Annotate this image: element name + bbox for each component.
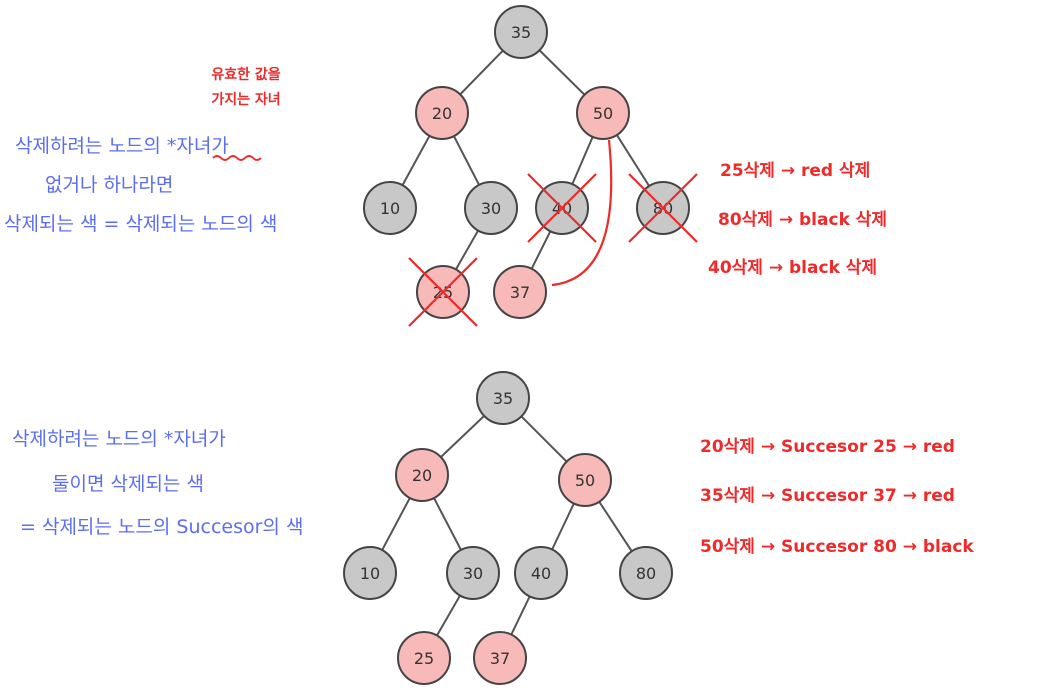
top-node-label-50: 50 bbox=[593, 104, 613, 123]
top-node-label-35: 35 bbox=[511, 23, 531, 42]
bottom-node-50: 50 bbox=[558, 453, 612, 507]
bottom-rule-2: 35삭제 → Succesor 37 → red bbox=[700, 486, 955, 506]
bottom-node-label-30: 30 bbox=[463, 564, 483, 583]
top-node-circle-50 bbox=[576, 86, 630, 140]
bottom-node-label-35: 35 bbox=[493, 389, 513, 408]
bottom-note-line2: 둘이면 삭제되는 색 bbox=[52, 473, 204, 495]
bottom-node-label-80: 80 bbox=[636, 564, 656, 583]
bottom-node-20: 20 bbox=[395, 448, 449, 502]
bottom-node-circle-35 bbox=[476, 371, 530, 425]
top-node-label-30: 30 bbox=[481, 199, 501, 218]
top-note-line3: 삭제되는 색 = 삭제되는 노드의 색 bbox=[4, 213, 277, 235]
bottom-node-circle-30 bbox=[446, 546, 500, 600]
bottom-node-circle-80 bbox=[619, 546, 673, 600]
top-node-40: 40 bbox=[527, 173, 597, 243]
top-node-10: 10 bbox=[363, 181, 417, 235]
bottom-rules: 20삭제 → Succesor 25 → red 35삭제 → Succesor… bbox=[700, 437, 974, 557]
wavy-underline bbox=[212, 155, 262, 161]
top-node-50: 50 bbox=[576, 86, 630, 140]
bottom-node-80: 80 bbox=[619, 546, 673, 600]
bottom-node-circle-20 bbox=[395, 448, 449, 502]
bottom-node-label-20: 20 bbox=[412, 466, 432, 485]
bottom-tree-edges bbox=[369, 397, 647, 659]
top-node-label-20: 20 bbox=[432, 104, 452, 123]
top-cross-mark-25-b bbox=[408, 257, 478, 327]
top-node-25: 25 bbox=[408, 257, 478, 327]
bottom-node-35: 35 bbox=[476, 371, 530, 425]
bottom-note-line1: 삭제하려는 노드의 *자녀가 bbox=[12, 428, 226, 450]
top-node-circle-30 bbox=[464, 181, 518, 235]
bottom-tree: 35 20 50 10 30 40 80 25 37 bbox=[343, 371, 673, 685]
bottom-node-30: 30 bbox=[446, 546, 500, 600]
bottom-node-circle-37 bbox=[473, 631, 527, 685]
bottom-node-40: 40 bbox=[514, 546, 568, 600]
top-note-line1: 삭제하려는 노드의 *자녀가 bbox=[15, 135, 229, 157]
top-node-80: 80 bbox=[628, 173, 698, 243]
top-node-circle-10 bbox=[363, 181, 417, 235]
bottom-node-circle-50 bbox=[558, 453, 612, 507]
top-cross-mark-40-b bbox=[527, 173, 597, 243]
top-tree-nodes: 35 20 50 10 30 40 80 25 37 bbox=[363, 5, 698, 327]
top-node-circle-35 bbox=[494, 5, 548, 59]
bottom-rule-1: 20삭제 → Succesor 25 → red bbox=[700, 437, 955, 457]
bottom-node-label-25: 25 bbox=[414, 649, 434, 668]
bottom-node-circle-40 bbox=[514, 546, 568, 600]
bottom-node-10: 10 bbox=[343, 546, 397, 600]
bottom-tree-nodes: 35 20 50 10 30 40 80 25 37 bbox=[343, 371, 673, 685]
annotation-line-1: 유효한 값을 bbox=[211, 67, 280, 83]
top-rule-2: 80삭제 → black 삭제 bbox=[718, 210, 887, 230]
top-node-30: 30 bbox=[464, 181, 518, 235]
annotation-line-2: 가지는 자녀 bbox=[211, 91, 280, 108]
bottom-node-circle-10 bbox=[343, 546, 397, 600]
bottom-node-25: 25 bbox=[397, 631, 451, 685]
top-node-37: 37 bbox=[493, 265, 547, 319]
reconnect-curve bbox=[551, 139, 613, 287]
top-rules: 25삭제 → red 삭제 80삭제 → black 삭제 40삭제 → bla… bbox=[708, 161, 887, 278]
top-note: 삭제하려는 노드의 *자녀가 없거나 하나라면 삭제되는 색 = 삭제되는 노드… bbox=[4, 135, 277, 235]
top-note-line2: 없거나 하나라면 bbox=[45, 174, 173, 196]
top-rule-3: 40삭제 → black 삭제 bbox=[708, 258, 877, 278]
top-cross-mark-80-b bbox=[628, 173, 698, 243]
bottom-node-37: 37 bbox=[473, 631, 527, 685]
top-node-label-37: 37 bbox=[510, 283, 530, 302]
top-node-circle-37 bbox=[493, 265, 547, 319]
bottom-rule-3: 50삭제 → Succesor 80 → black bbox=[700, 537, 974, 557]
bottom-node-label-10: 10 bbox=[360, 564, 380, 583]
bottom-note-line3: = 삭제되는 노드의 Succesor의 색 bbox=[20, 516, 303, 538]
bottom-node-label-40: 40 bbox=[531, 564, 551, 583]
bottom-node-circle-25 bbox=[397, 631, 451, 685]
bottom-note: 삭제하려는 노드의 *자녀가 둘이면 삭제되는 색 = 삭제되는 노드의 Suc… bbox=[12, 428, 303, 538]
bottom-node-label-50: 50 bbox=[575, 471, 595, 490]
top-tree: 35 20 50 10 30 40 80 25 37 bbox=[363, 5, 698, 327]
top-node-circle-20 bbox=[415, 86, 469, 140]
bottom-node-label-37: 37 bbox=[490, 649, 510, 668]
top-node-35: 35 bbox=[494, 5, 548, 59]
top-node-label-10: 10 bbox=[380, 199, 400, 218]
top-rule-1: 25삭제 → red 삭제 bbox=[720, 161, 870, 181]
top-node-20: 20 bbox=[415, 86, 469, 140]
top-tree-edges bbox=[389, 31, 664, 293]
